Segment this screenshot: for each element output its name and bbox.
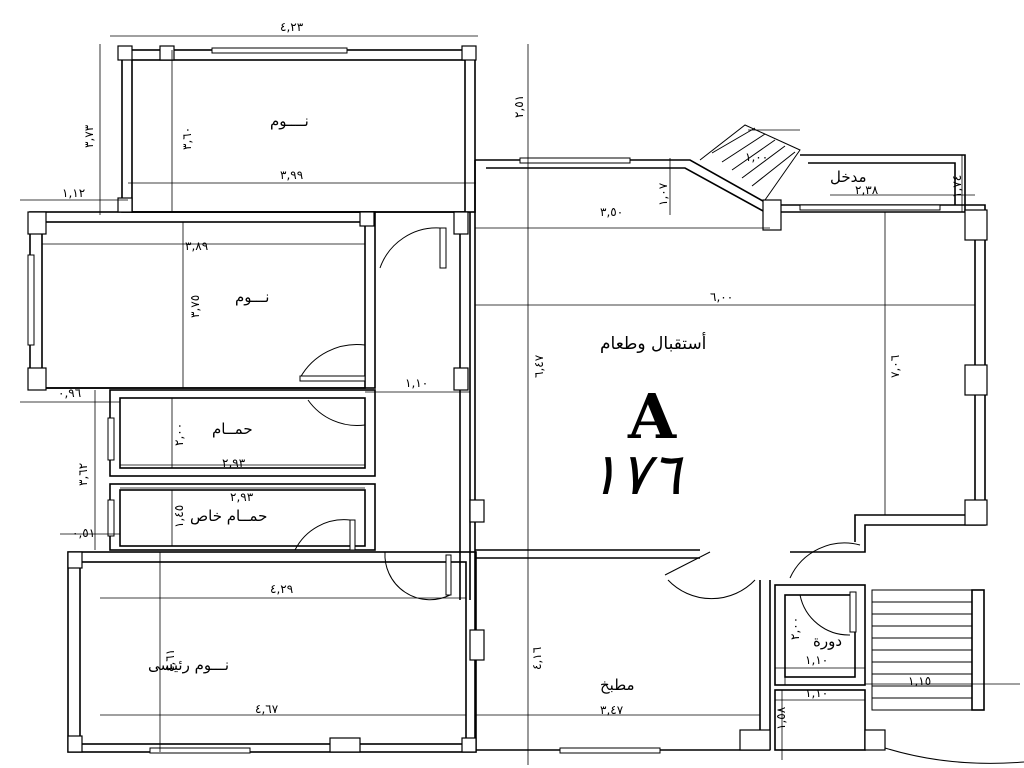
room-label-reception: أستقبال وطعام	[600, 334, 707, 354]
wall-entrance	[800, 154, 966, 212]
unit-letter: A	[628, 380, 677, 453]
columns	[27, 45, 988, 753]
door-swing-bath	[307, 399, 366, 426]
door-swing-bedroom-bed	[299, 344, 366, 379]
dim-master-width-top: ٤,٢٩	[270, 582, 294, 596]
wall-private-bath-inner	[119, 489, 366, 547]
window-master	[149, 747, 251, 754]
wall-wc	[774, 584, 866, 686]
dim-wc-depth: ١,٥٨	[774, 706, 788, 730]
window-private-bath	[107, 499, 115, 537]
window-kitchen	[559, 747, 661, 754]
dim-bed-top-width: ٣,٩٩	[280, 168, 304, 182]
dim-stair-width: ١,٠٠	[745, 150, 769, 164]
door-swing-private-bath	[294, 519, 351, 551]
dim-stair-bottom: ١,١٥	[908, 674, 932, 688]
door-swing-main	[789, 542, 861, 579]
dim-reception-right-height: ٢,٥١	[512, 94, 526, 118]
dim-master-height: ٤,٦١	[163, 648, 177, 672]
dim-offset-top: ١,١٢	[62, 186, 86, 200]
dim-bath-width: ٢,٩٣	[222, 456, 246, 470]
dim-master-width-bottom: ٤,٦٧	[255, 702, 279, 716]
dim-wc-width-1: ١,١٠	[805, 653, 829, 667]
room-label-kitchen: مطبخ	[600, 676, 635, 694]
dim-bed-mid-width: ٣,٨٩	[185, 239, 209, 253]
window-entrance	[799, 204, 941, 211]
dim-wc-width-2: ١,١٠	[805, 686, 829, 700]
dimension-lines	[20, 35, 1020, 765]
dim-private-bath-width: ٢,٩٣	[230, 490, 254, 504]
room-label-master-bedroom: نـــوم رئيسى	[148, 656, 229, 674]
window-bedroom-mid	[27, 254, 35, 346]
dim-kitchen-width: ٣,٤٧	[600, 703, 624, 717]
dim-top-width: ٤,٢٣	[280, 20, 304, 34]
door-swing-master	[384, 551, 451, 601]
wall-bedroom-top-outer	[121, 49, 476, 213]
wall-entrance-inner	[808, 162, 956, 205]
windows	[27, 47, 941, 754]
room-label-private-bath: حمــام خاص	[190, 507, 268, 525]
dim-reception-width: ٦,٠٠	[710, 290, 734, 304]
unit-number: ١٧٦	[588, 440, 682, 508]
door-leaf-kitchen	[664, 551, 711, 576]
door-swing-kitchen	[667, 579, 756, 600]
dim-private-bath-height: ١,٤٥	[172, 504, 186, 528]
dim-entrance-width: ٢,٣٨	[855, 183, 879, 197]
dim-outer-bath-height: ٣,٦٢	[76, 462, 90, 486]
dim-corridor-width: ١,١٠	[405, 376, 429, 390]
wall-wc-lower	[774, 689, 866, 751]
door-swing-bedroom-mid	[379, 227, 441, 269]
dim-entrance-height: ١,٧٤	[950, 174, 964, 198]
wall-master-inner	[79, 561, 467, 745]
window-bedroom-top	[211, 47, 348, 54]
room-label-bedroom-top: نــــوم	[270, 112, 309, 130]
wall-bedroom-mid-inner	[41, 221, 366, 389]
dim-offset-bottom: ٠,٥١	[72, 526, 96, 540]
dim-bath-height: ٢,٠٠	[172, 422, 186, 446]
doors	[294, 227, 861, 636]
dim-wc-height: ٢,٠٠	[788, 616, 802, 640]
dim-bed-mid-height: ٣,٧٥	[188, 294, 202, 318]
room-label-bathroom: حمــام	[212, 420, 253, 438]
window-bathroom	[107, 417, 115, 461]
dim-reception-width-top: ٣,٥٠	[600, 205, 624, 219]
room-label-entrance: مدخل	[830, 168, 867, 186]
room-label-wc: دورة	[813, 632, 843, 650]
room-label-bedroom-mid: نـــوم	[235, 288, 270, 306]
dim-entry-step: ١,٠٧	[656, 182, 670, 206]
dim-offset-mid: ٠,٩٦	[58, 386, 82, 400]
dim-outer-height-top: ٣,٧٣	[82, 124, 96, 148]
wall-bathroom-inner	[119, 397, 366, 469]
dim-bed-top-height: ٣,٦٠	[180, 126, 194, 150]
window-reception	[519, 157, 631, 164]
stairs	[699, 124, 1024, 764]
door-swing-wc	[799, 594, 851, 636]
dim-kitchen-height: ٤,١٦	[530, 646, 544, 670]
dim-reception-height-right: ٧,٠٦	[888, 354, 902, 378]
dim-reception-height-left: ٦,٤٧	[532, 354, 546, 378]
